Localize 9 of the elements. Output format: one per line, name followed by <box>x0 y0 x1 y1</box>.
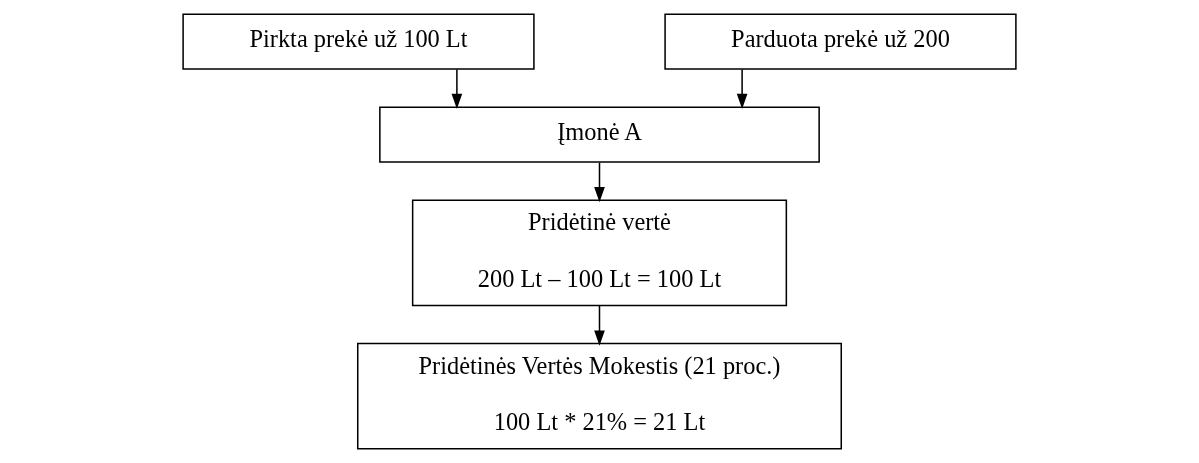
node-box: Parduota prekė už 200 <box>664 13 1017 70</box>
arrow <box>736 68 748 110</box>
arrow <box>594 161 605 203</box>
node-box: Įmonė A <box>379 106 820 163</box>
node-box: Pridėtinė vertė 200 Lt – 100 Lt = 100 Lt <box>411 199 788 307</box>
arrow <box>594 305 605 346</box>
node-box: Pridėtinės Vertės Mokestis (21 proc.) 100 Lt * 21% = 21 Lt <box>356 342 843 450</box>
node-box: Pirkta prekė už 100 Lt <box>182 13 535 70</box>
arrow <box>451 68 463 110</box>
